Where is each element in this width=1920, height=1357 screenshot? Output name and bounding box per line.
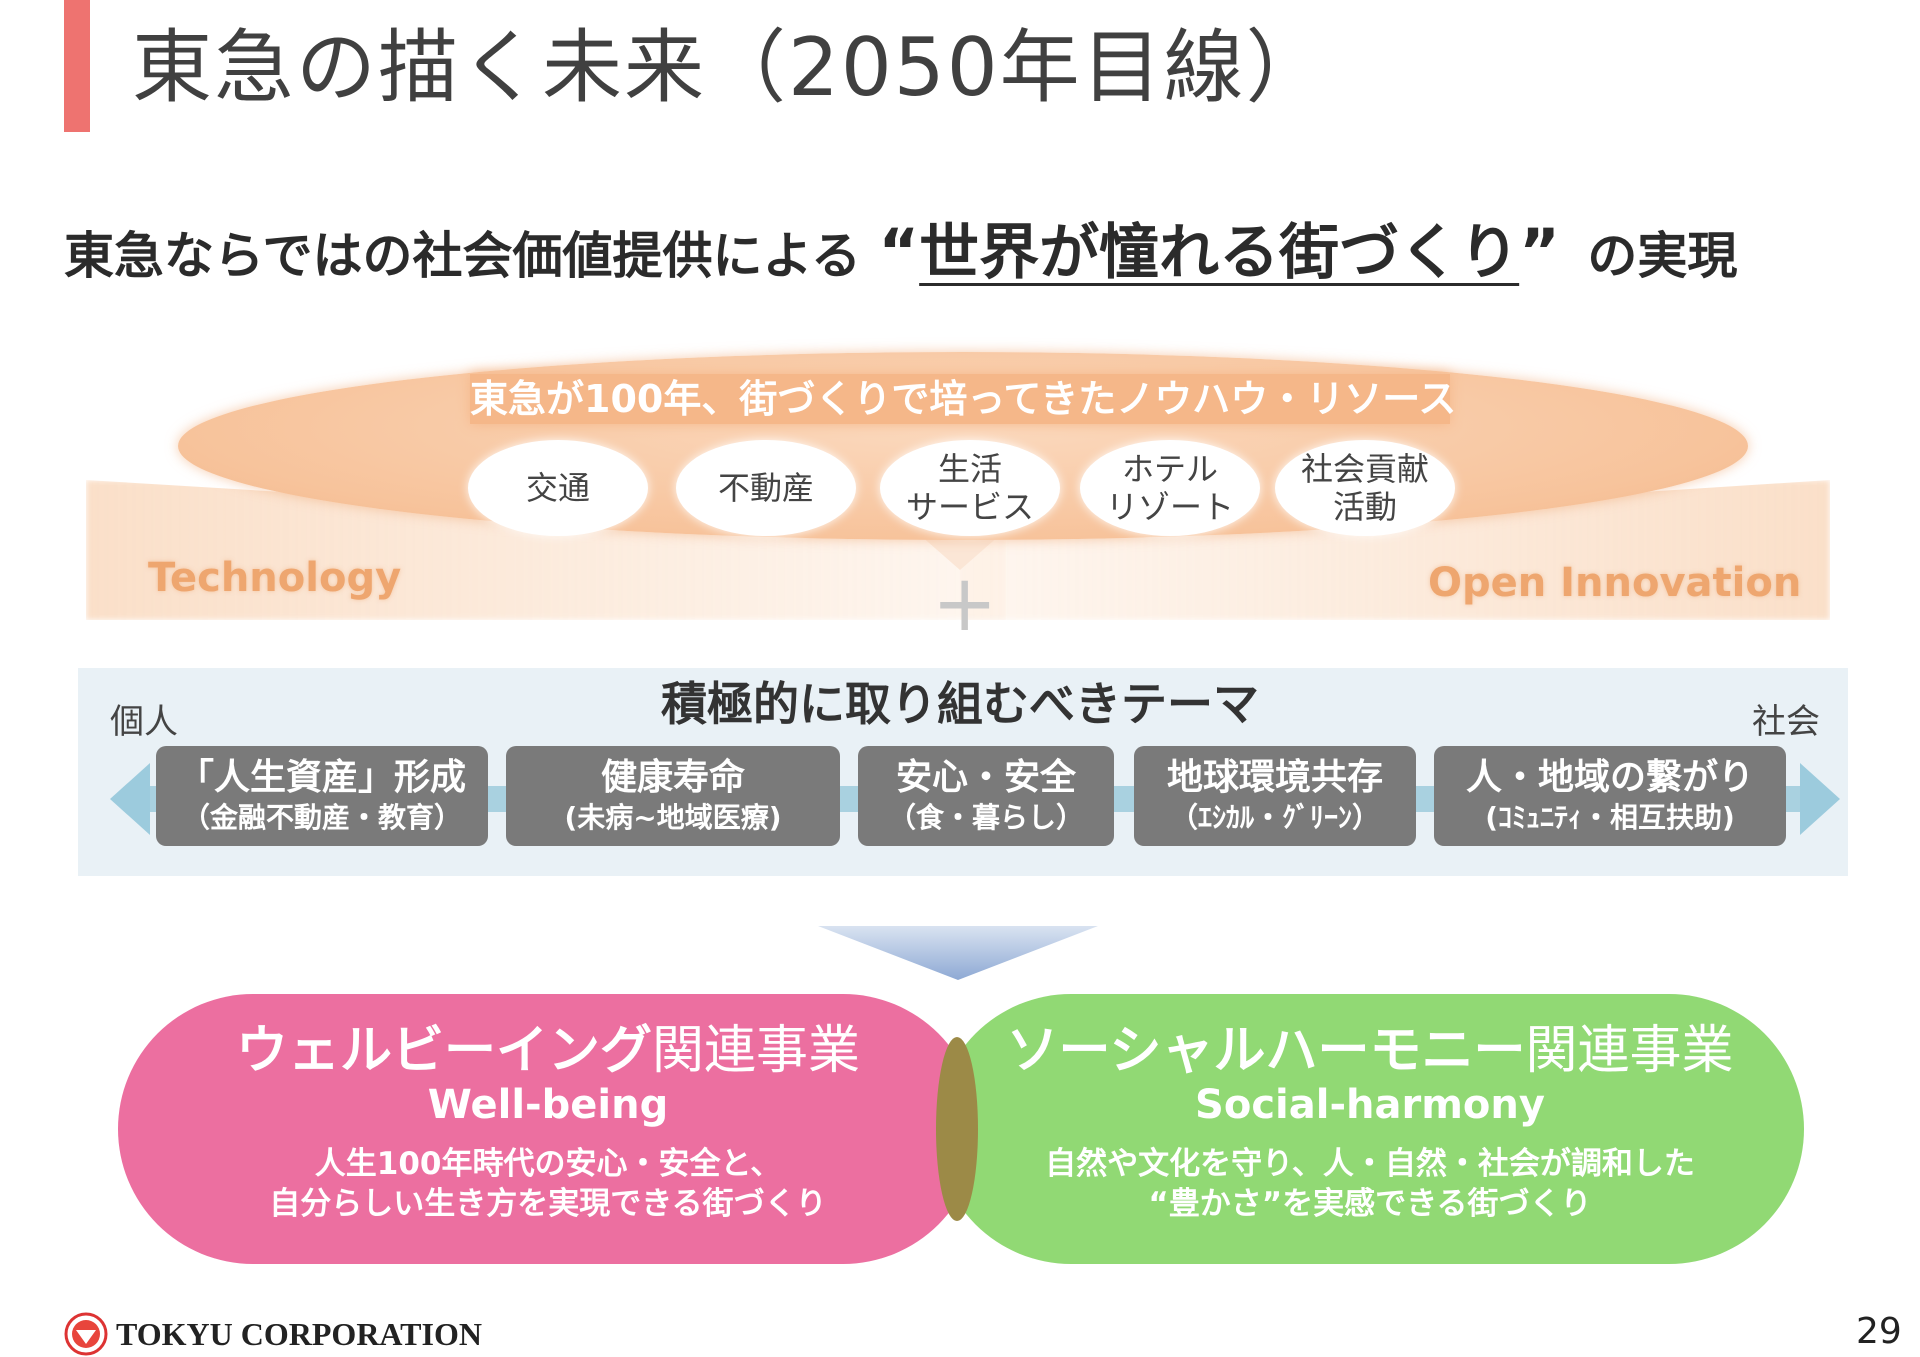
theme-box-healthy-life: 健康寿命 (未病~地域医療): [506, 746, 840, 846]
subtitle-close-quote: ”: [1519, 215, 1560, 288]
social-harmony-title-kata: ソーシャルハーモニー: [1006, 1021, 1526, 1081]
page-number: 29: [1856, 1311, 1902, 1352]
individual-label: 個人: [110, 702, 178, 742]
society-label: 社会: [1752, 702, 1820, 742]
theme-sub: (ｺﾐｭﾆﾃｨ・相互扶助): [1485, 801, 1735, 834]
social-harmony-english: Social-harmony: [1195, 1082, 1545, 1128]
wellbeing-title-rest: 関連事業: [652, 1021, 861, 1081]
social-harmony-title-rest: 関連事業: [1525, 1021, 1734, 1081]
page-title: 東急の描く未来（2050年目線）: [132, 21, 1328, 114]
plus-icon: +: [932, 559, 998, 649]
resource-pill-real-estate: 不動産: [676, 440, 856, 536]
knowhow-label: 東急が100年、街づくりで培ってきたノウハウ・リソース: [470, 374, 1456, 424]
resource-pill-transport: 交通: [468, 440, 648, 536]
tokyu-logo-icon: [64, 1312, 108, 1356]
subtitle-lead: 東急ならではの社会価値提供による: [64, 227, 861, 285]
resource-pill-hotel-resort: ホテル リゾート: [1080, 440, 1260, 536]
wellbeing-english: Well-being: [427, 1082, 669, 1128]
overlap-region: [936, 1037, 978, 1221]
theme-main: 人・地域の繋がり: [1465, 757, 1754, 798]
title-accent-bar: [64, 0, 90, 132]
down-arrow-icon: [818, 926, 1098, 980]
theme-box-environment: 地球環境共存 （ｴｼｶﾙ・ｸﾞﾘｰﾝ）: [1134, 746, 1416, 846]
theme-title: 積極的に取り組むべきテーマ: [661, 677, 1259, 731]
wellbeing-description: 人生100年時代の安心・安全と、 自分らしい生き方を実現できる街づくり: [269, 1146, 827, 1222]
social-harmony-title: ソーシャルハーモニー関連事業: [936, 1016, 1804, 1086]
resource-pill-social-contribution: 社会貢献 活動: [1275, 440, 1455, 536]
theme-main: 健康寿命: [600, 757, 745, 798]
subtitle: 東急ならではの社会価値提供による “世界が憧れる街づくり” の実現: [64, 212, 1737, 292]
theme-sub: （ｴｼｶﾙ・ｸﾞﾘｰﾝ）: [1169, 801, 1380, 834]
subtitle-tail: の実現: [1587, 227, 1738, 285]
theme-main: 地球環境共存: [1166, 757, 1383, 798]
theme-main: 「人生資産」形成: [177, 757, 466, 798]
theme-box-life-assets: 「人生資産」形成 （金融不動産・教育）: [156, 746, 488, 846]
wellbeing-title-kata: ウェルビーイング: [235, 1021, 652, 1081]
wellbeing-title: ウェルビーイング関連事業: [118, 1016, 978, 1086]
theme-sub: （食・暮らし）: [887, 801, 1084, 834]
technology-label: Technology: [148, 555, 402, 601]
theme-sub: (未病~地域医療): [564, 801, 782, 834]
subtitle-open-quote: “: [878, 215, 920, 288]
wellbeing-pill: [118, 994, 978, 1264]
open-innovation-label: Open Innovation: [1428, 560, 1802, 606]
social-harmony-description: 自然や文化を守り、人・自然・社会が調和した “豊かさ”を実感できる街づくり: [1045, 1146, 1695, 1222]
resource-pill-life-service: 生活 サービス: [880, 440, 1060, 536]
theme-box-community: 人・地域の繋がり (ｺﾐｭﾆﾃｨ・相互扶助): [1434, 746, 1786, 846]
theme-main: 安心・安全: [895, 757, 1076, 798]
company-name: TOKYU CORPORATION: [116, 1316, 482, 1352]
subtitle-highlight: 世界が憧れる街づくり: [919, 218, 1520, 288]
social-harmony-pill: [936, 994, 1804, 1264]
theme-box-safety: 安心・安全 （食・暮らし）: [858, 746, 1114, 846]
theme-sub: （金融不動産・教育）: [181, 801, 462, 834]
